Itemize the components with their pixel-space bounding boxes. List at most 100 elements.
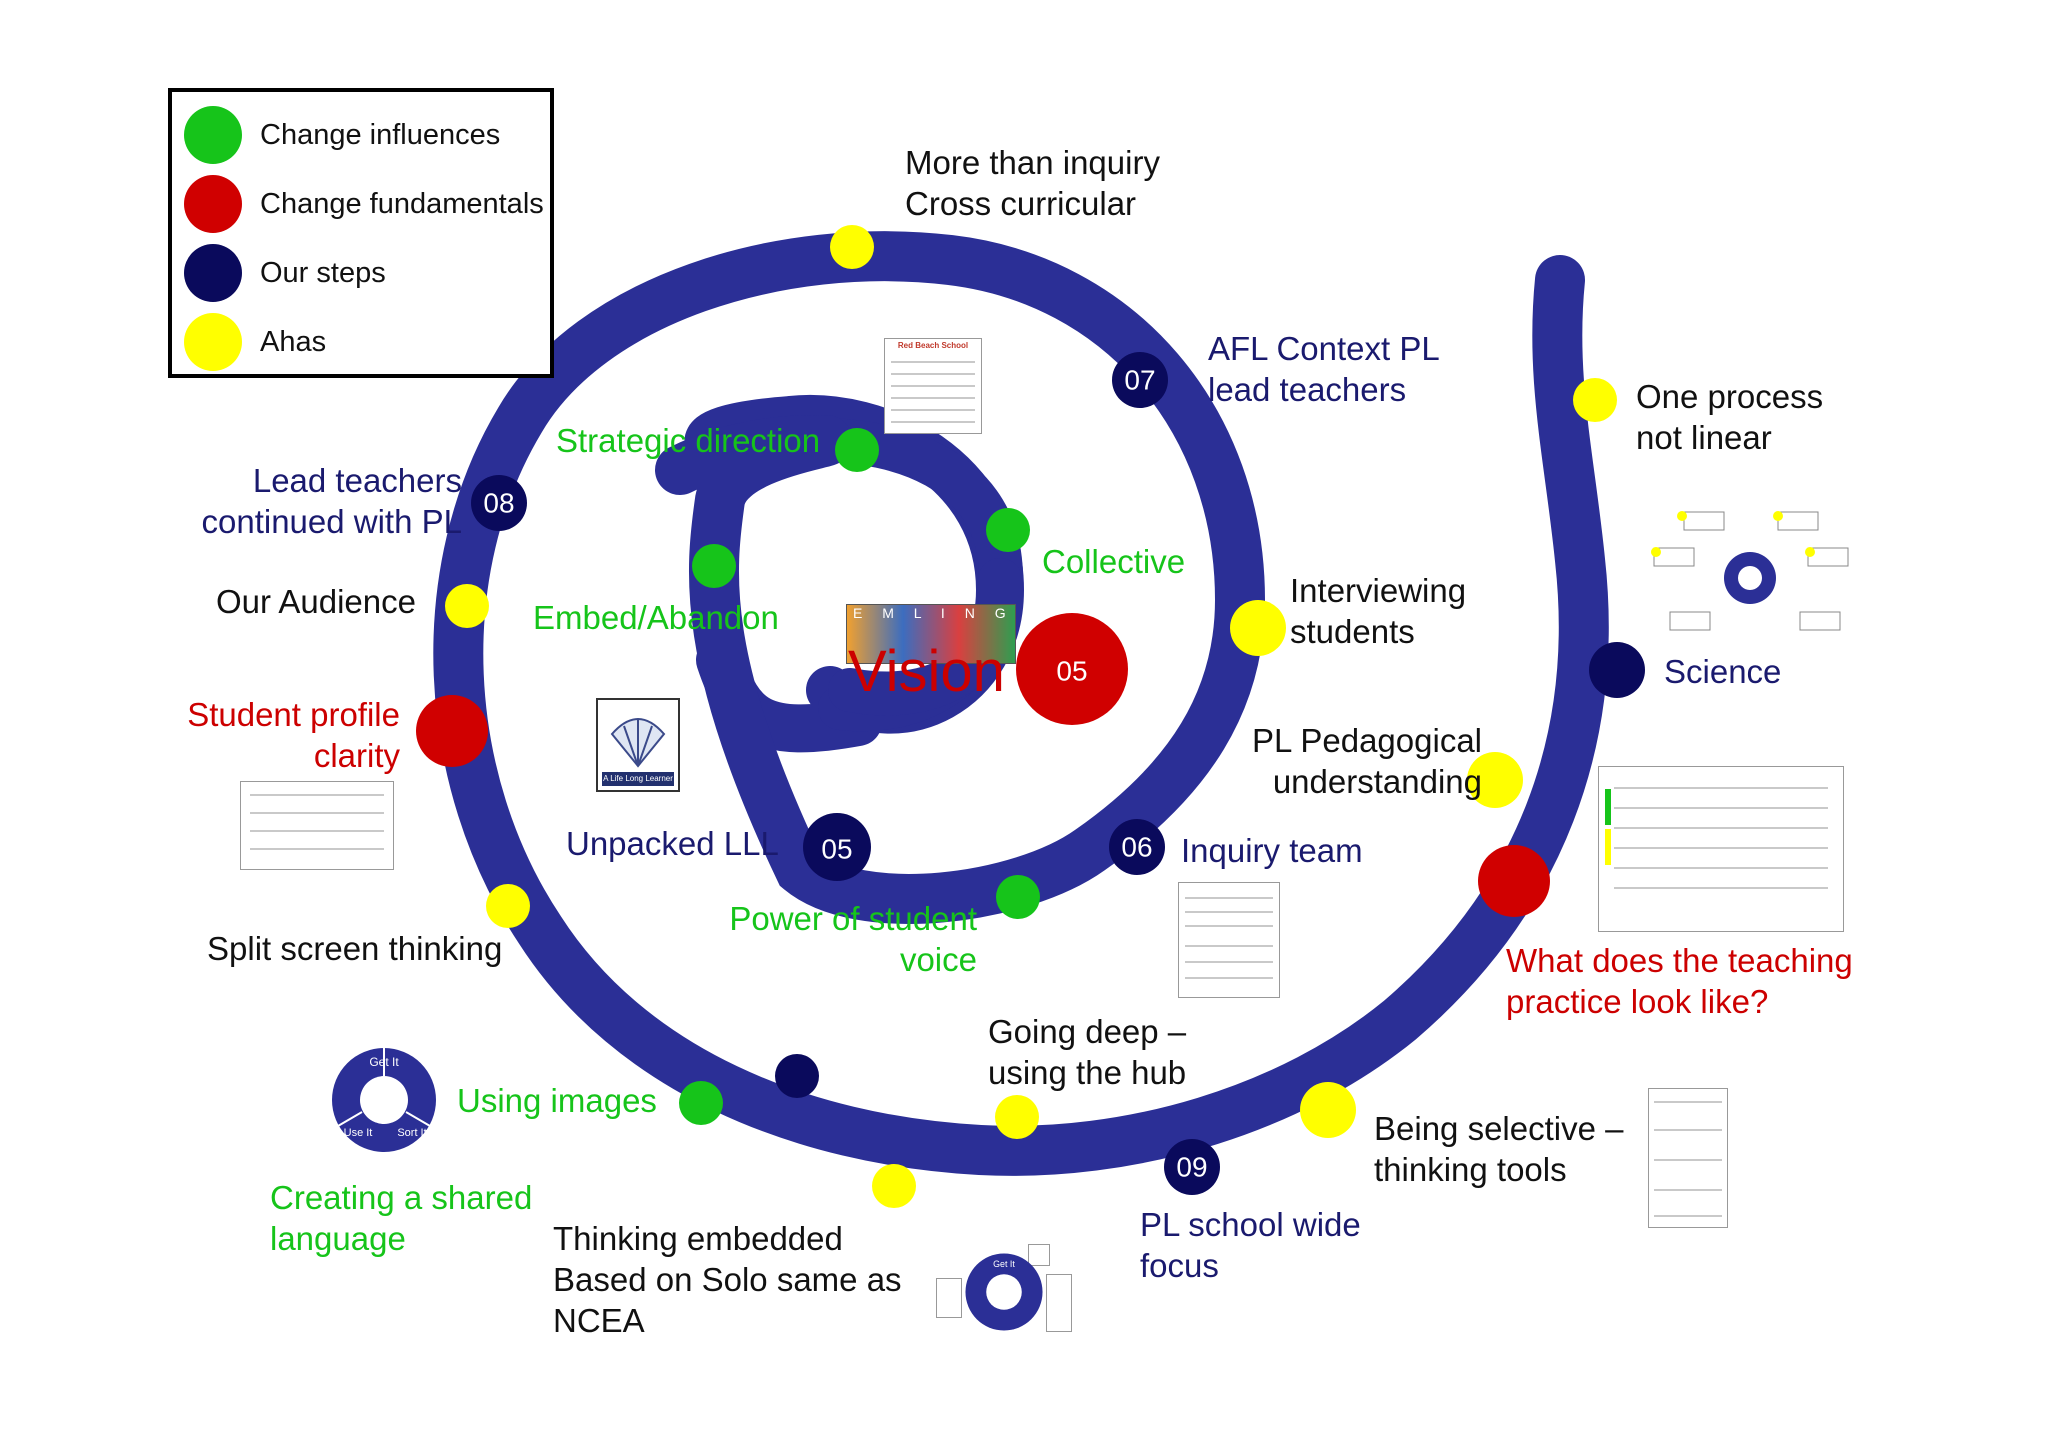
legend: Change influences Change fundamentals Ou… bbox=[168, 88, 554, 378]
label-line: Going deep – bbox=[988, 1013, 1187, 1050]
label-line: students bbox=[1290, 613, 1415, 650]
label-line: language bbox=[270, 1220, 406, 1257]
label-line: More than inquiry bbox=[905, 144, 1160, 181]
aha-dot-split-screen bbox=[486, 884, 530, 928]
spiral-band-loop-2 bbox=[433, 231, 1609, 1176]
spiral-center-curl bbox=[828, 558, 1024, 716]
label-student-profile: Student profile clarity bbox=[187, 694, 400, 776]
legend-label: Our steps bbox=[260, 256, 386, 289]
label-line: clarity bbox=[313, 737, 400, 774]
aha-dot-more-than-inquiry bbox=[830, 225, 874, 269]
step-number-07: 07 bbox=[1124, 365, 1155, 396]
step-dot-05 bbox=[803, 813, 871, 881]
step-number-05: 05 bbox=[821, 834, 852, 865]
label-line: One process bbox=[1636, 378, 1824, 415]
small-doc-left bbox=[936, 1278, 962, 1318]
student-profile-table-thumbnail bbox=[240, 781, 394, 870]
vision-number: 05 bbox=[1056, 656, 1087, 687]
label-strategic-direction: Strategic direction bbox=[556, 422, 821, 459]
aha-dot-being-selective bbox=[1300, 1082, 1356, 1138]
step-dot-07 bbox=[1112, 352, 1168, 408]
label-line: Based on Solo same as bbox=[553, 1261, 902, 1298]
aha-dot-thinking-embedded bbox=[872, 1164, 916, 1208]
aha-dot-going-deep bbox=[995, 1095, 1039, 1139]
legend-yellow-dot bbox=[184, 313, 242, 371]
legend-green-dot bbox=[184, 106, 242, 164]
label-embed-abandon: Embed/Abandon bbox=[533, 599, 779, 636]
label-line: Power of student bbox=[729, 900, 977, 937]
label-line: lead teachers bbox=[1208, 371, 1407, 408]
lll-caption: A Life Long Learner bbox=[602, 772, 674, 786]
label-line: Lead teachers bbox=[252, 462, 462, 499]
label-line: Being selective – bbox=[1374, 1110, 1624, 1147]
label-line: Cross curricular bbox=[905, 185, 1137, 222]
thinking-tools-table-thumbnail bbox=[1648, 1088, 1728, 1228]
step-dot-unlabeled bbox=[775, 1054, 819, 1098]
step-number-08: 08 bbox=[483, 488, 514, 519]
step-number-09: 09 bbox=[1176, 1152, 1207, 1183]
label-one-process: One process not linear bbox=[1636, 376, 1823, 458]
label-line: Thinking embedded bbox=[553, 1220, 843, 1257]
science-process-thumbnail bbox=[1650, 508, 1852, 648]
label-science: Science bbox=[1664, 653, 1782, 690]
solo-wheel-with-docs: Get It bbox=[936, 1234, 1072, 1340]
vision-banner-image: E M L I N G bbox=[846, 604, 1016, 664]
aha-dot-our-audience bbox=[445, 584, 489, 628]
label-line: understanding bbox=[1272, 763, 1482, 800]
legend-item-fundamentals: Change fundamentals bbox=[184, 175, 544, 233]
influence-dot-collective bbox=[986, 508, 1030, 552]
step-number-06: 06 bbox=[1121, 832, 1152, 863]
legend-label: Ahas bbox=[260, 325, 327, 358]
fundamental-dot-vision bbox=[1016, 613, 1128, 725]
science-cycle-icon bbox=[1651, 511, 1849, 631]
label-line: Creating a shared bbox=[270, 1179, 533, 1216]
influence-dot-using-images bbox=[679, 1081, 723, 1125]
wheel-use-label: Use It bbox=[344, 1127, 373, 1139]
effective-teacher-thumbnail bbox=[1598, 766, 1844, 932]
label-line: AFL Context PL bbox=[1208, 330, 1440, 367]
label-line: not linear bbox=[1636, 419, 1772, 456]
legend-label: Change fundamentals bbox=[260, 187, 544, 220]
label-teaching-practice: What does the teaching practice look lik… bbox=[1506, 940, 1853, 1022]
small-doc-right bbox=[1046, 1274, 1072, 1332]
label-line: continued with PL bbox=[201, 503, 462, 540]
aha-dot-interviewing bbox=[1230, 600, 1286, 656]
solo-wheel-small-icon: Get It bbox=[965, 1253, 1043, 1331]
influence-dot-embed-abandon bbox=[692, 544, 736, 588]
wheel-small-get: Get It bbox=[993, 1259, 1015, 1269]
label-going-deep: Going deep – using the hub bbox=[988, 1011, 1186, 1093]
label-interviewing: Interviewing students bbox=[1290, 570, 1466, 652]
label-line: focus bbox=[1140, 1247, 1219, 1284]
label-pl-school-wide: PL school wide focus bbox=[1140, 1204, 1361, 1286]
label-being-selective: Being selective – thinking tools bbox=[1374, 1108, 1623, 1190]
label-line: Student profile bbox=[187, 696, 400, 733]
aha-dot-one-process bbox=[1573, 378, 1617, 422]
legend-item-influences: Change influences bbox=[184, 106, 500, 164]
red-beach-title: Red Beach School bbox=[897, 341, 969, 350]
shell-icon bbox=[610, 718, 666, 768]
legend-navy-dot bbox=[184, 244, 242, 302]
label-shared-language: Creating a shared language bbox=[270, 1177, 532, 1259]
label-line: thinking tools bbox=[1374, 1151, 1567, 1188]
label-line: practice look like? bbox=[1506, 983, 1769, 1020]
step-dot-09 bbox=[1164, 1139, 1220, 1195]
vision-label: Vision bbox=[848, 639, 1005, 704]
label-line: PL Pedagogical bbox=[1252, 722, 1482, 759]
influence-dot-strategic-direction bbox=[835, 428, 879, 472]
solo-wheel-icon: Get It Use It Sort It bbox=[332, 1048, 436, 1152]
label-power-voice: Power of student voice bbox=[729, 898, 977, 980]
label-thinking-embedded: Thinking embedded Based on Solo same as … bbox=[553, 1218, 902, 1341]
label-lead-teachers: Lead teachers continued with PL bbox=[201, 460, 462, 542]
step-dot-06 bbox=[1109, 819, 1165, 875]
label-our-audience: Our Audience bbox=[216, 583, 416, 620]
label-pl-pedagogical: PL Pedagogical understanding bbox=[1252, 720, 1482, 802]
label-more-than-inquiry: More than inquiry Cross curricular bbox=[905, 142, 1160, 224]
aha-dot-pl-pedagogical bbox=[1467, 752, 1523, 808]
legend-red-dot bbox=[184, 175, 242, 233]
label-afl-context: AFL Context PL lead teachers bbox=[1208, 328, 1440, 410]
label-line: NCEA bbox=[553, 1302, 645, 1339]
wheel-get-label: Get It bbox=[369, 1055, 399, 1069]
vision-banner-text: E M L I N G bbox=[853, 605, 1014, 621]
